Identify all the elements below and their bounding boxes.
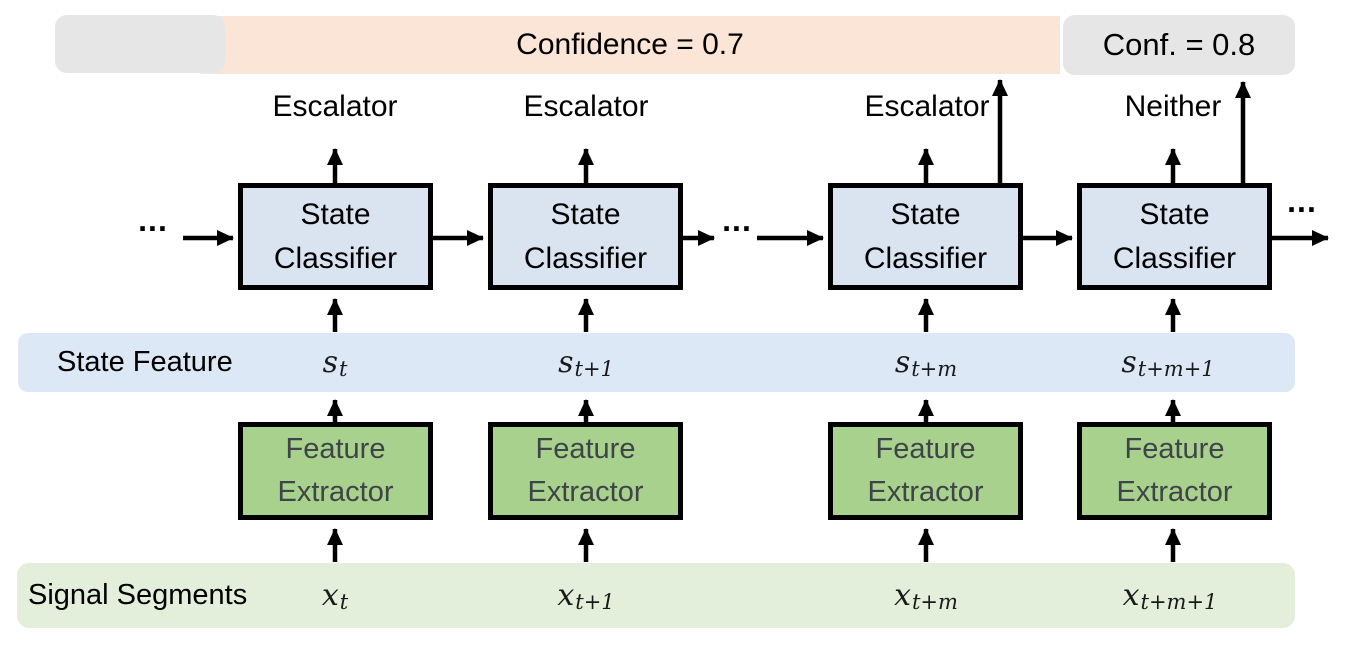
prediction-label-4: Neither — [1124, 90, 1222, 123]
state-classifier-label-line1: State — [1139, 197, 1210, 231]
feature-extractor-box-4: Feature Extractor — [1077, 422, 1272, 520]
feature-extractor-label-line1: Feature — [535, 433, 636, 465]
state-classifier-label-line1: State — [550, 197, 621, 231]
state-classifier-label-line2: Classifier — [273, 241, 398, 275]
next-confidence-badge: Conf. = 0.8 — [1063, 15, 1295, 75]
feature-extractor-label-line2: Extractor — [527, 476, 644, 508]
feature-extractor-label-line2: Extractor — [277, 476, 394, 508]
confidence-band: Confidence = 0.7 — [200, 16, 1060, 74]
feature-extractor-label-line1: Feature — [1124, 433, 1225, 465]
ellipsis-middle: ... — [722, 202, 752, 238]
state-classifier-label-line1: State — [300, 197, 371, 231]
ellipsis-left: ... — [138, 202, 168, 238]
feature-extractor-label-line2: Extractor — [867, 476, 984, 508]
state-feature-band — [18, 333, 1295, 392]
prediction-label-1: Escalator — [272, 90, 398, 123]
feature-extractor-box-3: Feature Extractor — [828, 422, 1023, 520]
ellipsis-right: ... — [1287, 183, 1317, 219]
state-classifier-box-2: State Classifier — [488, 183, 683, 290]
feature-extractor-label-line1: Feature — [875, 433, 976, 465]
next-confidence-label: Conf. = 0.8 — [1102, 27, 1256, 62]
feature-extractor-label-line2: Extractor — [1116, 476, 1233, 508]
state-classifier-box-3: State Classifier — [828, 183, 1023, 290]
signal-segments-band — [17, 563, 1295, 628]
state-classifier-label-line1: State — [890, 197, 961, 231]
state-classifier-box-1: State Classifier — [238, 183, 433, 290]
state-feature-row-label: State Feature — [57, 346, 233, 378]
prediction-label-2: Escalator — [523, 90, 649, 123]
signal-segments-row-label: Signal Segments — [28, 579, 248, 611]
feature-extractor-box-1: Feature Extractor — [238, 422, 433, 520]
previous-confidence-badge — [55, 15, 225, 73]
feature-extractor-box-2: Feature Extractor — [488, 422, 683, 520]
state-classifier-box-4: State Classifier — [1077, 183, 1272, 290]
state-classifier-label-line2: Classifier — [523, 241, 648, 275]
feature-extractor-label-line1: Feature — [285, 433, 386, 465]
prediction-label-3: Escalator — [864, 90, 990, 123]
state-classifier-label-line2: Classifier — [863, 241, 988, 275]
confidence-label: Confidence = 0.7 — [516, 28, 744, 61]
state-classifier-label-line2: Classifier — [1112, 241, 1237, 275]
